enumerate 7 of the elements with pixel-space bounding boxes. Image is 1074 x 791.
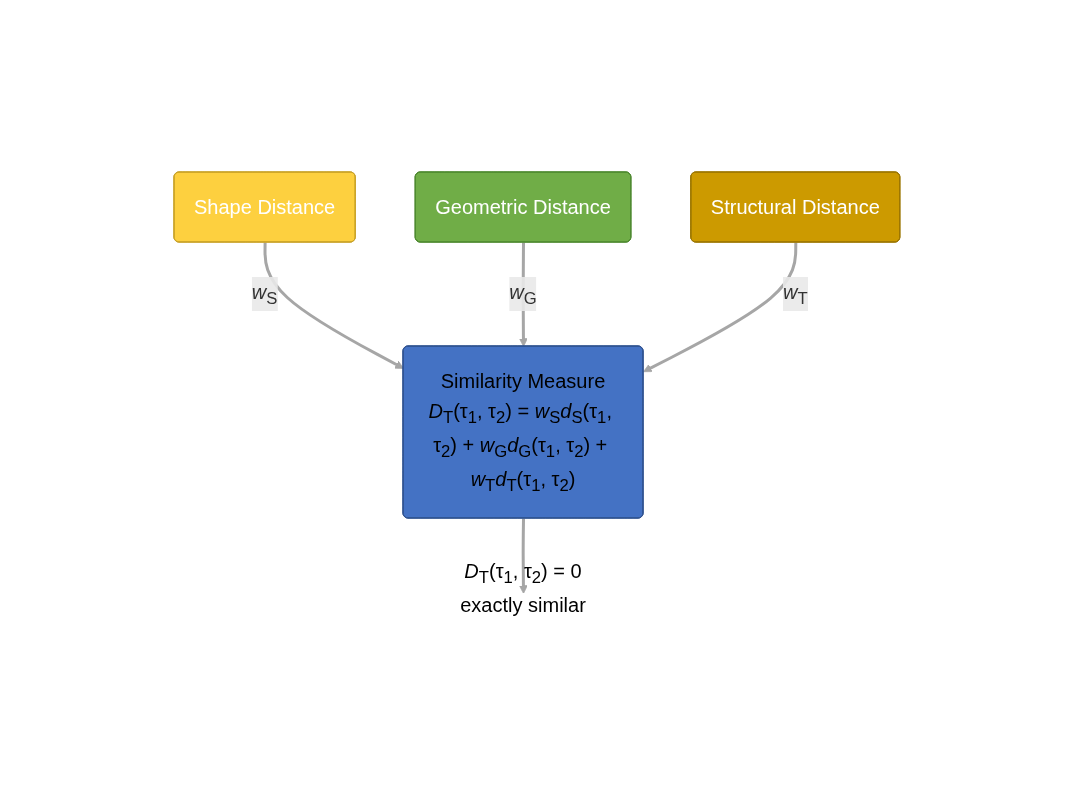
arrow: [519, 517, 528, 594]
edge-label: w$_{T}$: [783, 280, 808, 308]
node-text: D$_{T}$(τ$_{1}$, τ$_{2}$) = 0 exactly similar: [460, 559, 586, 616]
arrow: [263, 242, 404, 369]
edge-label: w$_{S}$: [251, 280, 278, 308]
edge-label: w$_{G}$: [509, 280, 537, 308]
arrow: [643, 242, 798, 372]
